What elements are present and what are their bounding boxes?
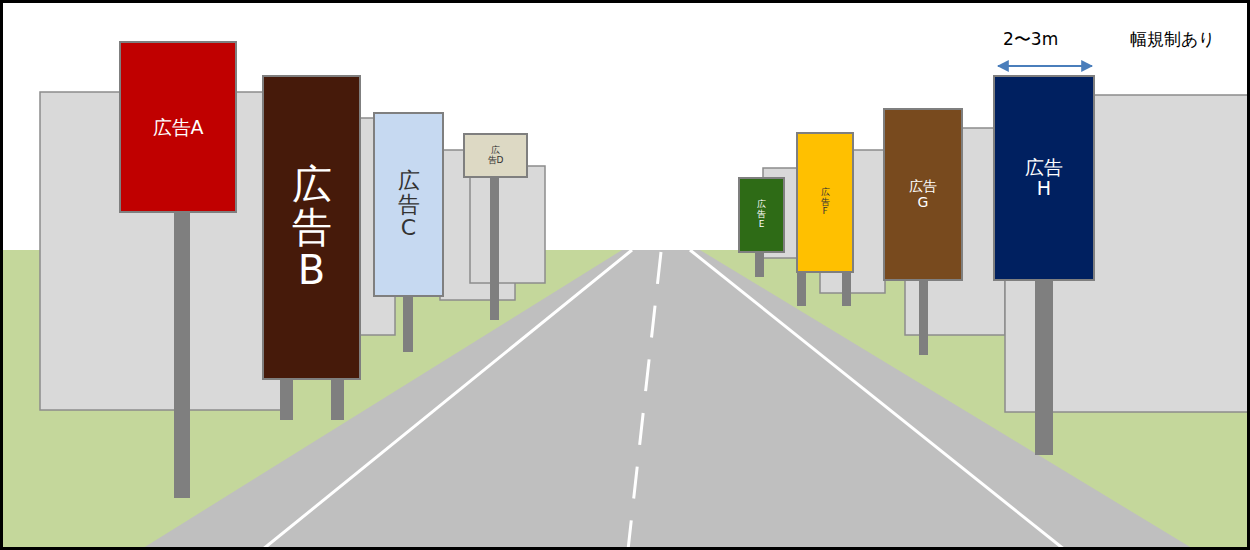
sign-pole [174,210,190,498]
billboard-text: 広 告 E [757,200,766,229]
billboard-text: 広 告 C [398,169,420,240]
billboard-text: 広告 G [909,179,937,209]
billboard: 広告 G [883,108,963,281]
dimension-label: 2〜3m [1003,28,1058,51]
sign-pole [280,378,293,420]
sign-pole [842,271,851,306]
billboard: 広 告 E [738,177,785,253]
dimension-arrow [998,65,1092,67]
sign-pole [403,295,413,352]
sign-pole [755,251,764,277]
billboard-text: 広告 H [1025,157,1063,198]
note-label: 幅規制あり [1130,28,1215,51]
sign-pole [797,271,806,306]
sign-pole [919,279,928,355]
lane-line [690,250,1065,550]
billboard-text: 広 告 F [821,188,830,217]
billboard-text: 広告A [153,117,204,138]
building [470,166,545,283]
sign-pole [331,378,344,420]
billboard: 広告A [119,41,237,213]
billboard: 広 告D [463,133,528,178]
billboard: 広告 H [993,75,1095,281]
sign-pole [490,176,499,320]
billboard-text: 広 告D [488,146,504,165]
billboard-text: 広 告 B [292,163,332,293]
center-line [628,252,661,550]
billboard: 広 告 C [373,112,444,297]
sign-pole [1035,279,1053,455]
billboard: 広 告 B [262,75,361,380]
billboard: 広 告 F [796,132,854,273]
